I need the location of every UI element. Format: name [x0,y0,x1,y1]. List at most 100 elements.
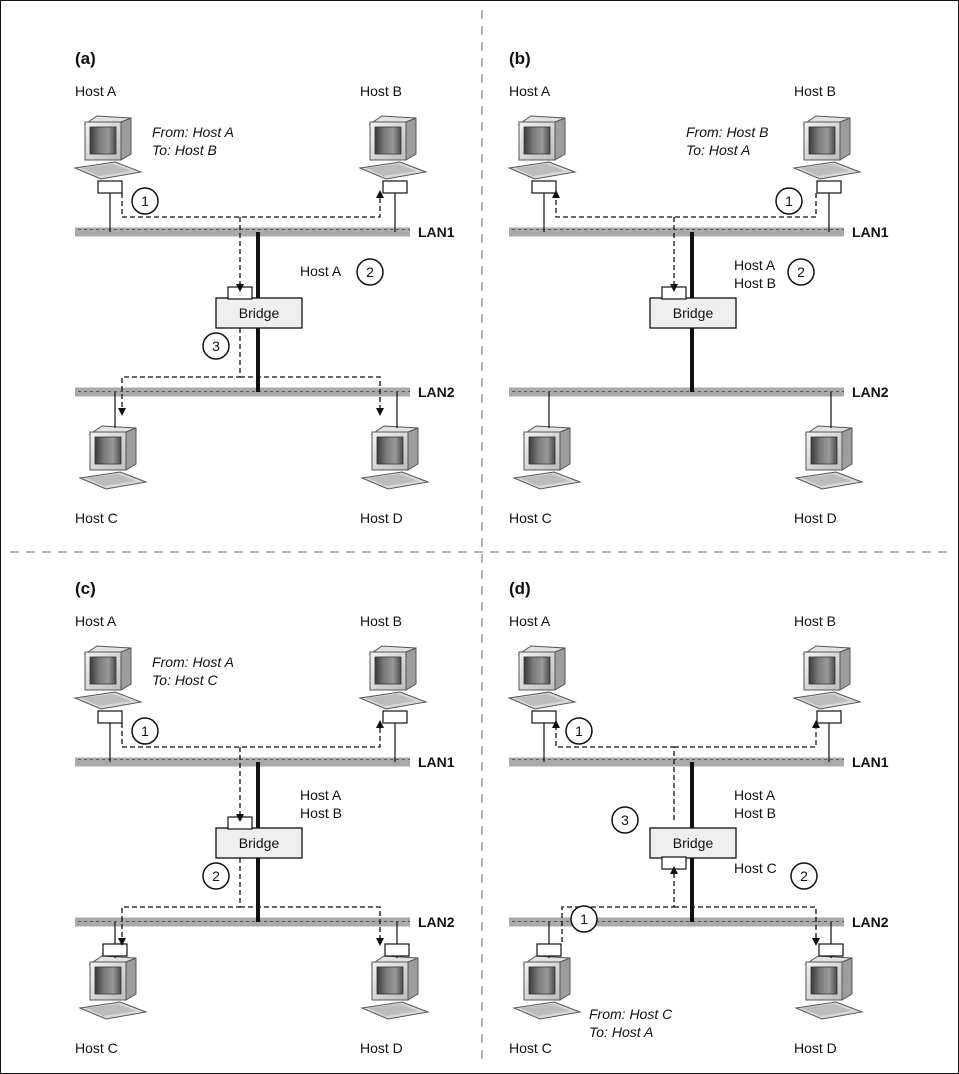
monitor-screen [95,967,121,994]
computer-icon [796,956,862,1019]
monitor-screen [375,127,401,154]
nic-port [532,181,556,193]
panel-b: (b)LAN1LAN2BridgeHost AHost BHost CHost … [509,49,889,526]
lan1-segment-label: LAN1 [418,754,455,770]
host-a-label: Host A [509,83,551,99]
lan1-segment [75,228,410,237]
host-a-label: Host A [75,613,117,629]
step-circle: 1 [132,718,158,744]
step-circle: 1 [571,906,597,932]
table-entry: Host B [734,805,776,821]
monitor-screen [809,127,835,154]
step-number: 2 [212,868,220,884]
monitor-side [560,428,570,470]
table-entry: Host B [734,275,776,291]
panel-d: (d)LAN1LAN2BridgeHost AHost BHost CHost … [509,579,889,1056]
step-number: 1 [141,723,149,739]
step-number: 2 [797,264,805,280]
nic-port [385,944,409,956]
host-c-label: Host C [75,1040,118,1056]
monitor-side [842,428,852,470]
computer-icon [794,116,860,179]
lan2-segment [75,388,410,397]
host-d-label: Host D [360,1040,403,1056]
host-d-label: Host D [794,1040,837,1056]
computer-icon [514,956,580,1019]
lan1-segment-label: LAN1 [852,754,889,770]
bridge-label: Bridge [239,835,280,851]
host-b-label: Host B [360,83,402,99]
host-c-label: Host C [509,1040,552,1056]
monitor-side [126,958,136,1000]
panel-label: (a) [75,49,96,68]
bridge-label: Bridge [239,305,280,321]
host-d-label: Host D [360,510,403,526]
lan1-segment-label: LAN1 [852,224,889,240]
computer-icon [509,646,575,709]
computer-icon [360,646,426,709]
table-entry: Host A [734,787,776,803]
host-b-label: Host B [794,83,836,99]
nic-port [98,181,122,193]
nic-port [537,944,561,956]
nic-port [819,944,843,956]
monitor-side [560,958,570,1000]
frame-path [674,724,816,747]
step-circle: 1 [776,188,802,214]
frame-to: To: Host B [152,142,217,158]
lan2-segment [75,918,410,927]
panel-label: (c) [75,579,96,598]
panel-label: (b) [509,49,531,68]
lan2-segment-label: LAN2 [418,384,455,400]
lan2-segment-label: LAN2 [418,914,455,930]
step-circle: 2 [357,259,383,285]
computer-icon [794,646,860,709]
lan2-segment-label: LAN2 [852,914,889,930]
monitor-side [555,648,565,690]
monitor-side [408,958,418,1000]
computer-icon [360,116,426,179]
monitor-screen [377,437,403,464]
nic-port [228,287,252,299]
monitor-screen [375,657,401,684]
computer-icon [509,116,575,179]
nic-port [383,711,407,723]
step-circle: 3 [612,807,638,833]
frame-from: From: Host A [152,124,234,140]
monitor-screen [377,967,403,994]
step-circle: 1 [132,188,158,214]
monitor-screen [529,967,555,994]
nic-port [228,817,252,829]
monitor-side [842,958,852,1000]
nic-port [98,711,122,723]
nic-port [817,711,841,723]
panel-label: (d) [509,579,531,598]
computer-icon [362,426,428,489]
nic-port [103,944,127,956]
monitor-screen [809,657,835,684]
host-d-label: Host D [794,510,837,526]
step-number: 2 [800,868,808,884]
lan1-segment [509,758,844,767]
monitor-screen [95,437,121,464]
step-number: 3 [621,812,629,828]
monitor-screen [529,437,555,464]
lan2-segment [509,388,844,397]
computer-icon [75,646,141,709]
lan1-segment [509,228,844,237]
step-number: 2 [366,264,374,280]
computer-icon [796,426,862,489]
step-number: 3 [212,338,220,354]
host-a-label: Host A [75,83,117,99]
step-number: 1 [575,723,583,739]
frame-from: From: Host B [686,124,768,140]
step-number: 1 [141,193,149,209]
step-circle: 2 [203,863,229,889]
table-entry: Host A [734,257,776,273]
bridge-label: Bridge [673,305,714,321]
step-circle: 2 [788,259,814,285]
step-number: 1 [580,911,588,927]
